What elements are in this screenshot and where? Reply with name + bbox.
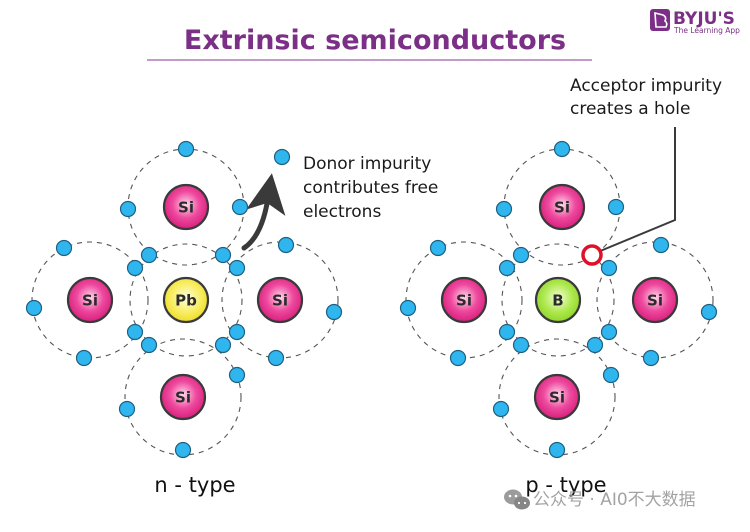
n-right-outer-electron bbox=[267, 349, 285, 367]
page-title: Extrinsic semiconductors bbox=[184, 25, 566, 56]
p-right-outer-electron bbox=[652, 236, 670, 254]
silicon-nucleus bbox=[66, 276, 114, 324]
impurity-nucleus bbox=[534, 276, 582, 324]
silicon-nucleus bbox=[256, 276, 304, 324]
byjus-logo: BYJU'S The Learning App bbox=[650, 9, 740, 35]
n-right-outer-electron bbox=[277, 236, 295, 254]
p-bond-electron bbox=[512, 336, 530, 354]
n-silicon-atom-top: Si bbox=[162, 183, 210, 231]
n-center-orbit bbox=[129, 243, 243, 357]
byjus-b-glyph bbox=[654, 11, 668, 28]
silicon-nucleus bbox=[162, 183, 210, 231]
atom-symbol: Si bbox=[549, 389, 565, 407]
donor-annotation: Donor impurity contributes free electron… bbox=[303, 154, 438, 222]
atom-symbol: Si bbox=[175, 389, 191, 407]
impurity-nucleus bbox=[162, 276, 210, 324]
n-top-outer-electron bbox=[119, 200, 137, 218]
logo-tagline: The Learning App bbox=[673, 26, 740, 35]
silicon-nucleus bbox=[533, 373, 581, 421]
n-bond-electron bbox=[214, 336, 232, 354]
atom-symbol: Pb bbox=[175, 292, 197, 310]
p-center-orbit bbox=[501, 243, 615, 357]
n-bond-electron bbox=[140, 246, 158, 264]
n-bottom-outer-electron bbox=[118, 400, 136, 418]
silicon-nucleus bbox=[631, 276, 679, 324]
p-silicon-atom-top: Si bbox=[538, 183, 586, 231]
silicon-nucleus bbox=[440, 276, 488, 324]
n-bottom-outer-electron bbox=[228, 366, 246, 384]
p-silicon-atom-right: Si bbox=[631, 276, 679, 324]
atom-symbol: Si bbox=[272, 292, 288, 310]
atom-symbol: Si bbox=[456, 292, 472, 310]
p-silicon-atom-left: Si bbox=[440, 276, 488, 324]
p-right-outer-electron bbox=[700, 303, 718, 321]
n-left-outer-electron bbox=[25, 299, 43, 317]
p-bond-electron bbox=[586, 336, 604, 354]
p-bond-electron bbox=[600, 323, 618, 341]
p-top-outer-electron bbox=[553, 140, 571, 158]
p-left-outer-electron bbox=[399, 299, 417, 317]
p-left-outer-electron bbox=[449, 349, 467, 367]
n-type-label: n - type bbox=[154, 473, 235, 497]
acceptor-annotation-line-2: creates a hole bbox=[570, 99, 690, 119]
n-top-outer-electron bbox=[177, 140, 195, 158]
acceptor-annotation-line-1: Acceptor impurity bbox=[570, 76, 722, 96]
n-silicon-atom-bottom: Si bbox=[159, 373, 207, 421]
hole-marker bbox=[581, 244, 603, 266]
n-bottom-outer-electron bbox=[174, 441, 192, 459]
p-bottom-outer-electron bbox=[602, 366, 620, 384]
p-top-outer-electron bbox=[607, 198, 625, 216]
free-donor-electron bbox=[273, 148, 291, 166]
p-impurity-atom: B bbox=[534, 276, 582, 324]
n-left-outer-electron bbox=[55, 239, 73, 257]
n-left-outer-electron bbox=[75, 349, 93, 367]
n-silicon-atom-right: Si bbox=[256, 276, 304, 324]
p-left-outer-electron bbox=[429, 239, 447, 257]
p-silicon-atom-bottom: Si bbox=[533, 373, 581, 421]
n-bond-electron bbox=[126, 323, 144, 341]
donor-annotation-line-2: contributes free bbox=[303, 178, 438, 198]
silicon-nucleus bbox=[159, 373, 207, 421]
p-bottom-outer-electron bbox=[548, 441, 566, 459]
atom-symbol: Si bbox=[178, 199, 194, 217]
wechat-icon bbox=[504, 489, 530, 510]
p-bond-electron bbox=[600, 259, 618, 277]
p-right-outer-electron bbox=[642, 349, 660, 367]
donor-annotation-line-1: Donor impurity bbox=[303, 154, 431, 174]
n-bond-electron bbox=[126, 259, 144, 277]
p-bond-electron bbox=[498, 259, 516, 277]
atom-symbol: Si bbox=[554, 199, 570, 217]
donor-annotation-line-3: electrons bbox=[303, 202, 381, 222]
n-impurity-atom: Pb bbox=[162, 276, 210, 324]
n-silicon-atom-left: Si bbox=[66, 276, 114, 324]
n-bond-electron bbox=[228, 259, 246, 277]
donor-arrow bbox=[241, 173, 286, 251]
n-bond-electron bbox=[140, 336, 158, 354]
atom-symbol: Si bbox=[647, 292, 663, 310]
p-bond-electron bbox=[512, 246, 530, 264]
watermark-text: 公众号 · AI0不大数据 bbox=[533, 490, 696, 510]
atom-symbol: B bbox=[552, 292, 563, 310]
electron-layer bbox=[25, 140, 718, 459]
p-top-outer-electron bbox=[495, 200, 513, 218]
atom-symbol: Si bbox=[82, 292, 98, 310]
n-right-outer-electron bbox=[325, 303, 343, 321]
p-type-label: p - type bbox=[525, 473, 606, 497]
n-bond-electron bbox=[214, 246, 232, 264]
acceptor-annotation: Acceptor impurity creates a hole bbox=[570, 76, 722, 119]
acceptor-leader-line bbox=[592, 127, 676, 255]
p-bond-electron bbox=[498, 323, 516, 341]
n-bond-electron bbox=[228, 323, 246, 341]
logo-brand: BYJU'S bbox=[673, 9, 735, 29]
n-top-outer-electron bbox=[231, 198, 249, 216]
silicon-nucleus bbox=[538, 183, 586, 231]
p-bottom-outer-electron bbox=[492, 400, 510, 418]
watermark: 公众号 · AI0不大数据 bbox=[504, 489, 696, 510]
